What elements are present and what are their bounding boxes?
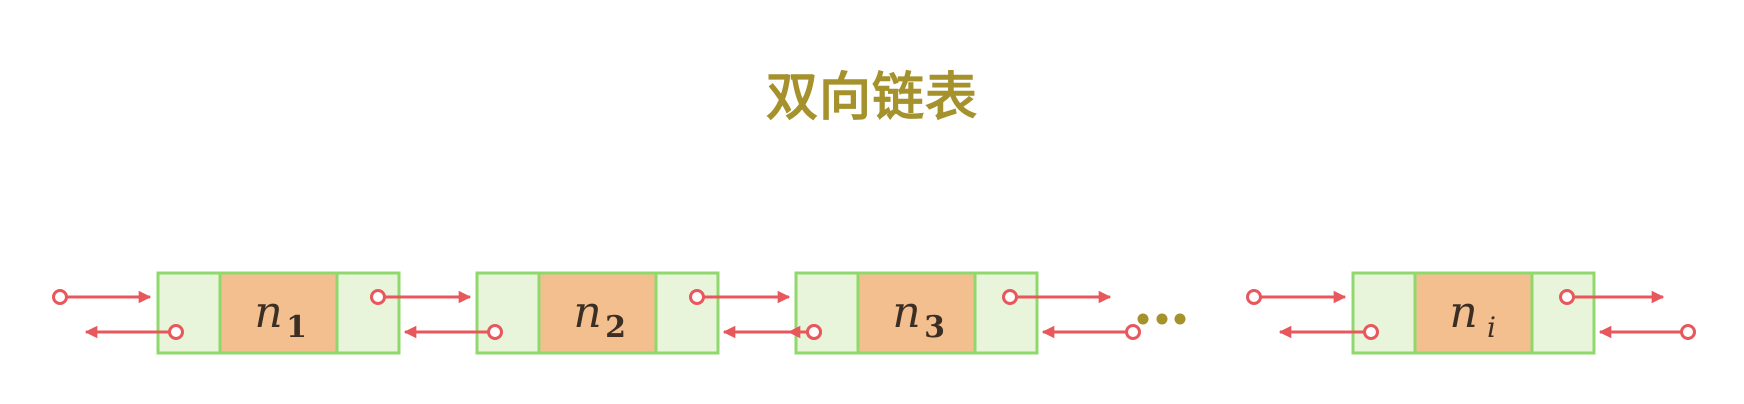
node-subscript: 3 xyxy=(924,310,945,345)
prev-pointer-cell xyxy=(156,271,222,355)
pointer-origin-circle xyxy=(168,324,184,340)
ellipsis-dot xyxy=(1137,313,1149,325)
pointer-origin-circle xyxy=(1680,324,1696,340)
node-label: n xyxy=(254,287,282,338)
pointer-origin-circle xyxy=(370,289,386,305)
pointer-origin-circle xyxy=(1363,324,1379,340)
node-subscript: 2 xyxy=(605,310,626,345)
data-cell xyxy=(537,271,658,355)
next-pointer-cell xyxy=(654,271,720,355)
node-label: n xyxy=(892,287,920,338)
pointer-origin-circle xyxy=(689,289,705,305)
pointer-origin-circle xyxy=(1002,289,1018,305)
node-subscript: i xyxy=(1487,311,1496,344)
data-cell xyxy=(218,271,339,355)
diagram-title: 双向链表 xyxy=(765,68,978,128)
pointer-origin-circle xyxy=(1125,324,1141,340)
prev-pointer-cell xyxy=(475,271,541,355)
pointer-origin-circle xyxy=(1246,289,1262,305)
prev-pointer-cell xyxy=(1351,271,1417,355)
data-cell xyxy=(856,271,977,355)
pointer-origin-circle xyxy=(806,324,822,340)
next-pointer-cell xyxy=(1530,271,1596,355)
prev-pointer-cell xyxy=(794,271,860,355)
node-label: n xyxy=(573,287,601,338)
node-subscript: 1 xyxy=(286,310,307,345)
next-pointer-cell xyxy=(335,271,401,355)
data-cell xyxy=(1413,271,1534,355)
next-pointer-cell xyxy=(973,271,1039,355)
pointer-origin-circle xyxy=(487,324,503,340)
node-label: n xyxy=(1449,287,1477,338)
pointer-origin-circle xyxy=(1559,289,1575,305)
pointer-origin-circle xyxy=(52,289,68,305)
ellipsis-dot xyxy=(1156,313,1168,325)
ellipsis-dot xyxy=(1174,313,1186,325)
